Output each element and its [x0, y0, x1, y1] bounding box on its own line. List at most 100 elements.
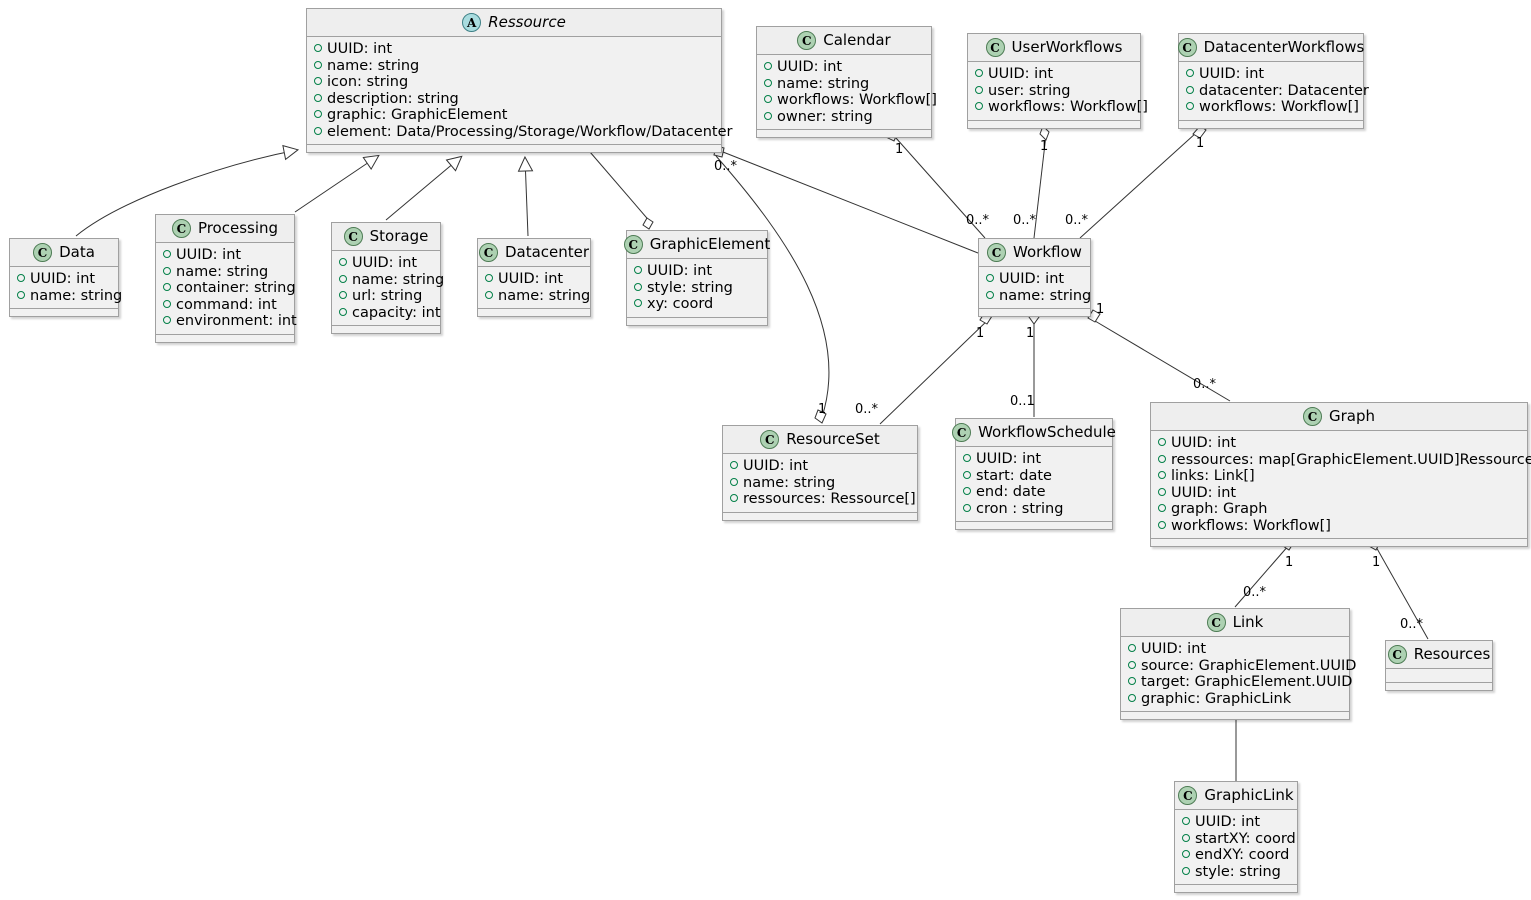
public-visibility-icon	[314, 93, 322, 102]
attribute-label: UUID: int	[30, 271, 96, 287]
public-visibility-icon	[975, 69, 983, 77]
multiplicity-label: 0..*	[966, 213, 990, 228]
public-visibility-icon	[1182, 833, 1190, 842]
class-methods-datacenter	[478, 309, 590, 316]
public-visibility-icon	[1158, 454, 1166, 463]
public-visibility-icon	[730, 494, 738, 502]
attribute-label: cron : string	[976, 500, 1064, 517]
class-header-data: C Data	[10, 239, 118, 267]
attribute-row: UUID: int	[730, 458, 911, 475]
attribute-label: icon: string	[327, 74, 409, 90]
attribute-row: UUID: int	[986, 271, 1084, 288]
public-visibility-icon	[634, 299, 642, 307]
public-visibility-icon	[634, 266, 642, 274]
public-visibility-icon	[314, 110, 322, 118]
attribute-row: name: string	[314, 58, 715, 75]
attribute-row: xy: coord	[634, 296, 761, 313]
class-icon: C	[33, 243, 53, 262]
public-visibility-icon	[17, 290, 25, 299]
class-name-ressource: Ressource	[488, 13, 566, 31]
public-visibility-icon	[17, 274, 25, 282]
class-name-data: Data	[59, 243, 95, 261]
public-visibility-icon	[314, 44, 322, 52]
public-visibility-icon	[1128, 644, 1136, 652]
public-visibility-icon	[314, 126, 322, 135]
public-visibility-icon	[634, 282, 642, 291]
attribute-row: UUID: int	[339, 255, 434, 272]
attribute-label: UUID: int	[1141, 641, 1207, 657]
attribute-label: name: string	[30, 287, 123, 304]
public-visibility-icon	[1186, 69, 1194, 77]
class-name-datacenterworkflows: DatacenterWorkflows	[1203, 38, 1365, 56]
class-icon: C	[952, 423, 972, 442]
class-icon: C	[1302, 407, 1322, 426]
public-visibility-icon	[1182, 850, 1190, 858]
multiplicity-label: 0..1	[1010, 394, 1035, 409]
attribute-row: source: GraphicElement.UUID	[1128, 658, 1356, 675]
attribute-label: name: string	[743, 474, 836, 491]
multiplicity-label: 1	[1096, 302, 1105, 317]
attribute-row: url: string	[339, 288, 434, 305]
public-visibility-icon	[986, 290, 994, 299]
class-methods-storage	[332, 326, 440, 333]
public-visibility-icon	[963, 503, 971, 512]
attribute-label: graphic: GraphicElement	[327, 107, 508, 123]
attribute-row: UUID: int	[1158, 485, 1521, 502]
class-name-userworkflows: UserWorkflows	[1011, 38, 1123, 56]
multiplicity-label: 0..*	[1065, 213, 1089, 228]
attribute-row: name: string	[163, 264, 288, 281]
public-visibility-icon	[1158, 504, 1166, 512]
attribute-row: ressources: map[GraphicElement.UUID]Ress…	[1158, 452, 1531, 469]
attribute-row: UUID: int	[1158, 435, 1521, 452]
attribute-row: UUID: int	[485, 271, 584, 288]
attribute-label: name: string	[498, 287, 591, 304]
public-visibility-icon	[1128, 677, 1136, 685]
attribute-label: user: string	[988, 82, 1071, 99]
class-methods-graph	[1151, 539, 1527, 546]
class-name-graph: Graph	[1328, 407, 1375, 425]
class-name-link: Link	[1232, 613, 1264, 631]
attribute-label: environment: int	[176, 313, 297, 329]
attribute-label: xy: coord	[647, 296, 714, 312]
attribute-row: graphic: GraphicLink	[1128, 691, 1343, 708]
public-visibility-icon	[764, 95, 772, 103]
attribute-label: name: string	[999, 287, 1092, 304]
attribute-row: datacenter: Datacenter	[1186, 83, 1369, 100]
class-name-processing: Processing	[197, 219, 279, 237]
public-visibility-icon	[1158, 487, 1166, 496]
attribute-label: element: Data/Processing/Storage/Workflo…	[327, 123, 733, 140]
multiplicity-label: 0..*	[1243, 585, 1267, 600]
public-visibility-icon	[1158, 438, 1166, 446]
attribute-row: style: string	[634, 280, 761, 297]
attribute-label: workflows: Workflow[]	[1171, 517, 1331, 534]
attribute-row: name: string	[17, 288, 122, 305]
class-icon: C	[623, 235, 643, 254]
